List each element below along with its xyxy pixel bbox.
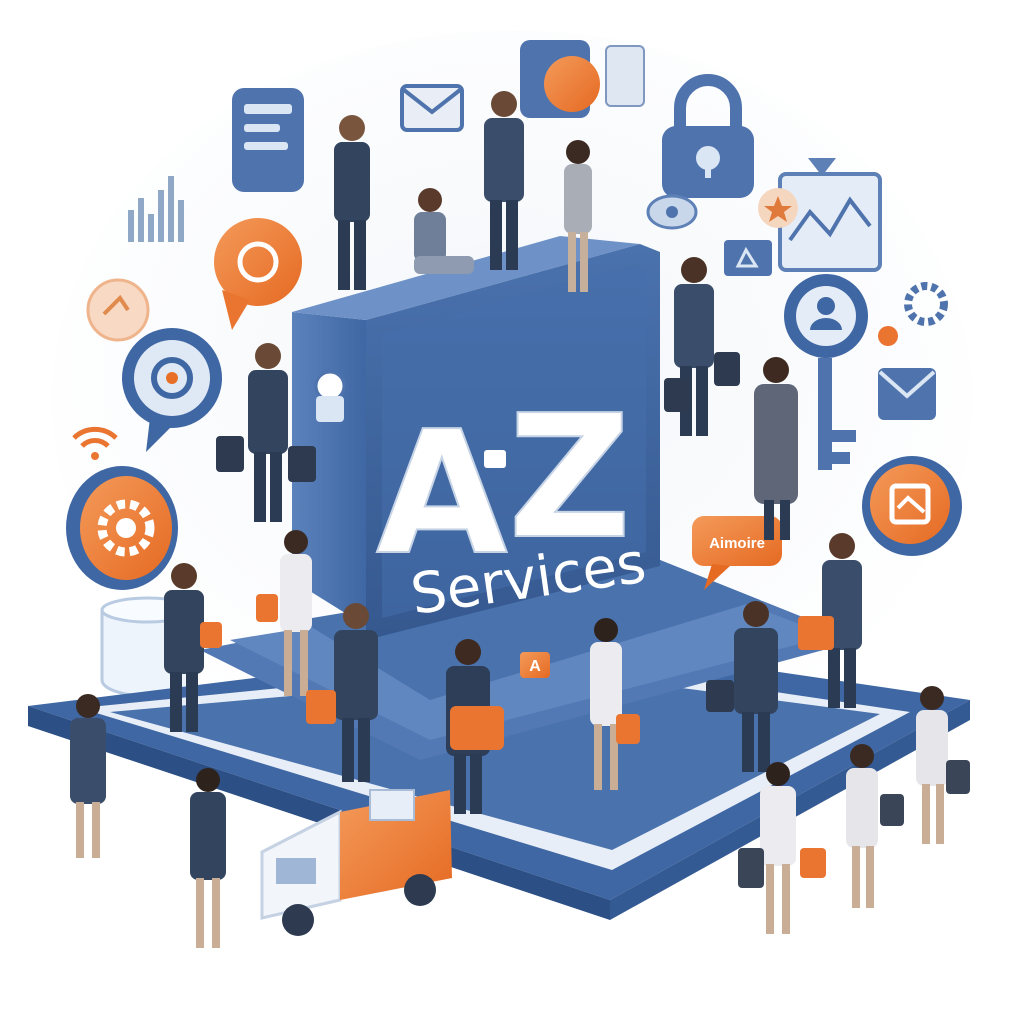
person [484, 91, 524, 270]
people [70, 91, 970, 948]
chat-bubble-icon [214, 218, 302, 330]
checkbox-disc-icon [862, 456, 962, 556]
document-icon [232, 88, 304, 192]
person [916, 686, 970, 844]
hero-title-a: A [376, 395, 508, 593]
person [306, 603, 378, 782]
platform-sign-label: A [529, 658, 541, 675]
person [334, 115, 370, 290]
folder-icon [520, 40, 645, 118]
hero-title: A Z [375, 378, 632, 594]
person [446, 639, 504, 814]
hero-title-dot [484, 450, 506, 468]
eye-icon [646, 194, 698, 230]
person [414, 188, 474, 274]
shield-badge-icon [314, 370, 346, 422]
refresh-icon [86, 278, 150, 342]
person [190, 768, 226, 948]
wifi-icon [72, 426, 118, 460]
speech-bubble: Aimoire [692, 516, 782, 590]
envelope-icon [400, 84, 464, 132]
person [564, 140, 592, 292]
base-platform [28, 560, 970, 920]
key-icon [818, 358, 856, 470]
person [164, 563, 222, 732]
person [706, 601, 778, 772]
hero-title-z: Z [508, 379, 631, 577]
az-block [292, 236, 660, 640]
speech-bubble-label: Aimoire [709, 535, 765, 552]
person [216, 343, 316, 522]
user-pin-icon [784, 274, 868, 358]
platform-sign: A [520, 652, 550, 678]
smart-card-icon [724, 240, 772, 276]
person [738, 762, 826, 934]
person [798, 533, 862, 708]
floating-icons [66, 40, 962, 698]
delivery-truck-icon [260, 789, 452, 936]
person [846, 744, 904, 908]
envelope-right-icon [878, 368, 936, 420]
person [754, 357, 798, 540]
person [590, 618, 640, 790]
gear-icon [66, 466, 178, 590]
person [664, 257, 740, 436]
gear-small-icon [878, 282, 948, 346]
person [70, 694, 106, 858]
person [256, 530, 312, 696]
bar-chart-icon [128, 176, 184, 242]
padlock-icon [662, 74, 754, 198]
star-icon [758, 188, 798, 228]
gear-bubble-icon [122, 328, 222, 452]
